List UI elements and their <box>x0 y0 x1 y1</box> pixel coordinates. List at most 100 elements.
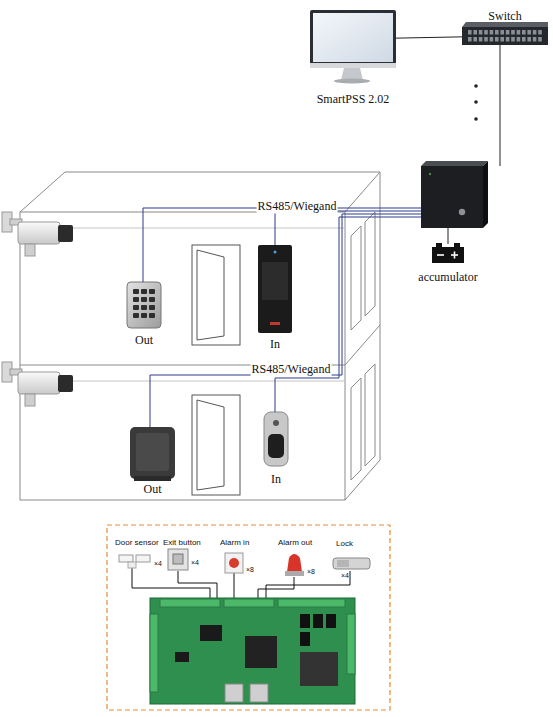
controller-board-part <box>200 625 222 641</box>
switch-port <box>468 30 472 35</box>
building-outline-part <box>351 378 361 480</box>
switch-port <box>484 30 488 35</box>
node-label: Out <box>135 334 153 347</box>
access-controller-part <box>483 161 488 228</box>
camera-icon <box>2 212 73 256</box>
building-outline-part <box>65 172 380 173</box>
keypad-key <box>141 305 147 310</box>
fingerprint-reader-part <box>273 420 279 426</box>
signal-label: RS485/Wiegand <box>257 200 338 213</box>
reader-wiring-part <box>275 217 421 412</box>
network-cable <box>474 45 500 166</box>
card-reader <box>130 427 175 481</box>
camera-icon-part <box>58 375 73 392</box>
component-node: Alarm out×8 <box>285 552 304 576</box>
controller-board-part <box>300 614 310 628</box>
component-node: Door sensor×4 <box>119 554 150 568</box>
switch-port <box>473 37 477 42</box>
access-controller-part <box>421 166 483 228</box>
controller-board-part <box>160 599 220 607</box>
switch-port <box>538 37 542 42</box>
card-reader-part <box>274 251 277 254</box>
fingerprint-reader-part <box>264 412 288 466</box>
exit-button-icon-part <box>168 549 188 570</box>
building-outline-part <box>20 212 345 500</box>
dashed-frame <box>107 525 390 710</box>
network-cable-part <box>474 117 478 121</box>
alarm-out-icon-part <box>287 554 302 572</box>
card-reader-part <box>262 262 288 300</box>
monitor-icon-part <box>341 68 363 80</box>
switch-icon <box>462 22 548 45</box>
battery-icon-part <box>454 252 456 259</box>
quantity-label: ×8 <box>246 566 254 574</box>
switch-port <box>527 37 531 42</box>
card-reader-part <box>130 427 175 479</box>
door-icon-part <box>192 245 240 345</box>
building-outline-part <box>365 212 375 316</box>
reader-node: In <box>264 412 288 466</box>
reader-wiring-part <box>143 208 421 282</box>
battery-icon-part <box>432 247 464 263</box>
component-node: Lock×4 <box>333 556 370 570</box>
keypad-key <box>141 313 147 318</box>
alarm-out-icon-part <box>285 571 304 576</box>
node-label: Exit button <box>163 539 201 548</box>
alarm-in-icon-part <box>225 553 243 573</box>
door-sensor-icon-part <box>136 555 150 562</box>
card-reader <box>258 245 292 333</box>
reader-wiring-part <box>275 211 421 245</box>
exit-button-icon <box>168 549 188 570</box>
controller-board-part <box>313 614 323 628</box>
monitor-icon-part <box>313 13 393 62</box>
switch-port <box>484 37 488 42</box>
alarm-in-icon-part <box>229 558 239 568</box>
network-cable-part <box>474 84 478 88</box>
controller-board-part <box>278 599 345 607</box>
controller-board-part <box>150 598 355 704</box>
controller-board-part <box>245 636 277 668</box>
switch-port <box>468 37 472 42</box>
access-controller <box>421 161 488 228</box>
network-link <box>396 37 462 38</box>
battery-icon <box>432 228 464 263</box>
monitor-icon-part <box>334 79 370 84</box>
node-label: Out <box>144 483 162 496</box>
building-outline-part <box>351 226 361 330</box>
building-outline-part <box>345 460 380 500</box>
quantity-label: ×4 <box>341 572 349 580</box>
fingerprint-reader-part <box>268 434 284 458</box>
controller-board-part <box>300 632 310 646</box>
switch-port <box>506 37 510 42</box>
keypad-key <box>149 297 155 302</box>
keypad-key <box>133 297 139 302</box>
keypad-key <box>133 289 139 294</box>
switch-port <box>506 30 510 35</box>
switch-port <box>479 30 483 35</box>
switch-port <box>538 30 542 35</box>
network-cable-part <box>474 100 478 104</box>
switch-port <box>527 30 531 35</box>
switch-port <box>511 37 515 42</box>
switch-port <box>533 30 537 35</box>
quantity-label: ×4 <box>191 559 199 567</box>
building-outline-part <box>345 172 380 212</box>
door-icon <box>192 245 240 495</box>
switch-port <box>500 37 504 42</box>
door-icon-part <box>192 395 240 495</box>
switch-port <box>511 30 515 35</box>
component-wiring-part <box>178 571 217 600</box>
alarm-out-icon <box>285 554 304 576</box>
card-reader-part <box>270 322 280 325</box>
keypad-key <box>133 305 139 310</box>
component-node: Exit button×4 <box>168 549 188 570</box>
monitor-icon <box>310 10 396 84</box>
switch-port <box>517 37 521 42</box>
switch-port <box>490 37 494 42</box>
controller-board-part <box>347 614 355 674</box>
node-label: Alarm out <box>278 539 312 548</box>
network-cable-part <box>500 45 501 166</box>
node-label: Lock <box>336 540 353 549</box>
switch-node: Switch <box>462 27 548 45</box>
